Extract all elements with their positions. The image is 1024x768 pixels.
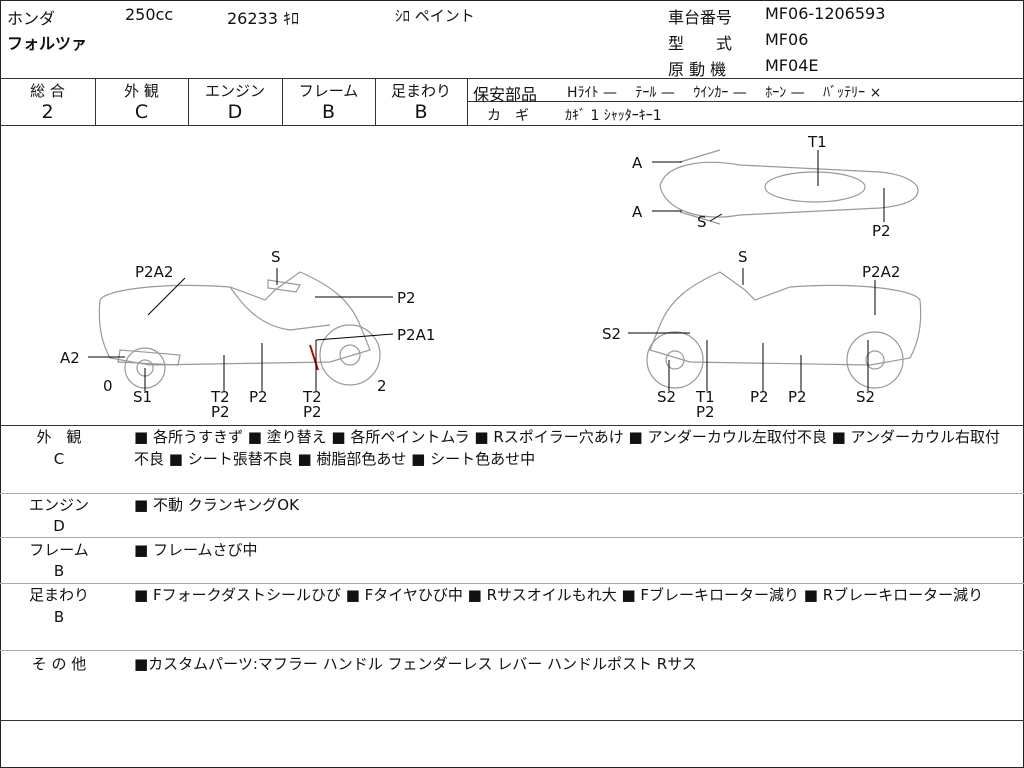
divider xyxy=(95,78,96,125)
engine-value: MF04E xyxy=(765,56,819,75)
safety-items: Hﾗｲﾄ — ﾃｰﾙ — ｳｲﾝｶｰ — ﾎｰﾝ — ﾊﾞｯﾃﾘｰ × xyxy=(567,85,882,101)
divider xyxy=(0,537,1024,538)
remark-grade: B xyxy=(53,562,65,580)
score-label: 足まわり xyxy=(390,82,451,100)
damage-label: S xyxy=(697,213,707,231)
damage-label: P2 xyxy=(249,388,268,406)
divider xyxy=(467,101,1024,102)
divider xyxy=(375,78,376,125)
divider xyxy=(0,78,1024,79)
displacement: 250cc xyxy=(125,5,174,24)
damage-label: A xyxy=(632,203,643,221)
top-view xyxy=(659,149,919,225)
score-label: 総 合 xyxy=(30,82,65,100)
damage-label: P2 xyxy=(750,388,769,406)
score-value: B xyxy=(414,101,428,123)
damage-label: A2 xyxy=(60,349,80,367)
type-value: MF06 xyxy=(765,30,809,49)
damage-label: S2 xyxy=(657,388,677,406)
remark-label: 外 観 xyxy=(36,428,82,446)
divider xyxy=(0,425,1024,426)
divider xyxy=(0,493,1024,494)
type-label: 型 式 xyxy=(668,34,733,53)
damage-label: S xyxy=(738,248,748,266)
divider xyxy=(282,78,283,125)
divider xyxy=(0,583,1024,584)
remark-text: ■ Fフォークダストシールひび ■ Fタイヤひび中 ■ Rサスオイルもれ大 ■ … xyxy=(134,586,984,604)
damage-label: S2 xyxy=(602,325,622,343)
score-value: D xyxy=(227,101,243,123)
damage-label: S xyxy=(271,248,281,266)
leader-lines xyxy=(88,150,885,391)
damage-label: T1 xyxy=(696,388,715,406)
remark-text: ■ フレームさび中 xyxy=(134,541,258,559)
damage-label: 2 xyxy=(377,377,387,395)
safety-label: 保安部品 xyxy=(473,85,538,104)
divider xyxy=(188,78,189,125)
damage-label: P2A2 xyxy=(862,263,901,281)
score-value: C xyxy=(134,101,149,123)
key-label: カ ギ xyxy=(487,108,529,124)
remark-grade: D xyxy=(53,517,65,535)
keys: ｶｷﾞ 1 ｼｬｯﾀｰｷｰ1 xyxy=(565,108,662,124)
remark-label: 足まわり xyxy=(28,586,89,604)
score-value: B xyxy=(321,101,336,123)
damage-label: P2 xyxy=(211,403,230,421)
damage-label: S1 xyxy=(133,388,153,406)
damage-label: A xyxy=(632,154,643,172)
model-name: フォルツァ xyxy=(7,34,88,53)
scooter-diagram xyxy=(88,149,922,391)
maker: ホンダ xyxy=(7,9,56,28)
damage-label: T2 xyxy=(303,388,322,406)
damage-label: T1 xyxy=(808,133,827,151)
remark-label: エンジン xyxy=(28,496,89,514)
damage-label: P2A2 xyxy=(135,263,174,281)
divider xyxy=(0,125,1024,126)
color: ｼﾛ ペイント xyxy=(395,7,475,25)
score-label: フレーム xyxy=(298,82,359,100)
left-side-view xyxy=(98,271,381,389)
divider xyxy=(0,650,1024,651)
damage-label: P2 xyxy=(696,403,715,421)
damage-label: P2 xyxy=(303,403,322,421)
score-label: エンジン xyxy=(204,82,265,100)
mileage: 26233 ｷﾛ xyxy=(227,9,299,28)
remark-grade: B xyxy=(53,608,65,626)
remark-text: ■カスタムパーツ:マフラー ハンドル フェンダーレス レバー ハンドルポスト R… xyxy=(134,655,697,673)
damage-label: S2 xyxy=(856,388,876,406)
frame-number-label: 車台番号 xyxy=(668,8,733,27)
remark-label: そ の 他 xyxy=(31,655,87,673)
damage-label: P2 xyxy=(397,289,416,307)
remark-label: フレーム xyxy=(29,541,89,559)
damage-label: P2A1 xyxy=(397,326,436,344)
damage-label: T2 xyxy=(211,388,230,406)
remark-text: ■ 不動 クランキングOK xyxy=(134,496,299,514)
remark-text: ■ 各所うすきず ■ 塗り替え ■ 各所ペイントムラ ■ Rスポイラー穴あけ ■… xyxy=(134,428,1000,468)
damage-label: P2 xyxy=(788,388,807,406)
score-value: 2 xyxy=(41,101,54,123)
damage-label: P2 xyxy=(872,222,891,240)
remark-grade: C xyxy=(53,450,65,468)
right-side-view xyxy=(646,271,922,389)
damage-label: 0 xyxy=(103,377,113,395)
engine-label: 原 動 機 xyxy=(668,60,727,79)
frame-number: MF06-1206593 xyxy=(765,4,886,23)
divider xyxy=(0,720,1024,721)
score-label: 外 観 xyxy=(124,82,159,100)
divider xyxy=(467,78,468,125)
